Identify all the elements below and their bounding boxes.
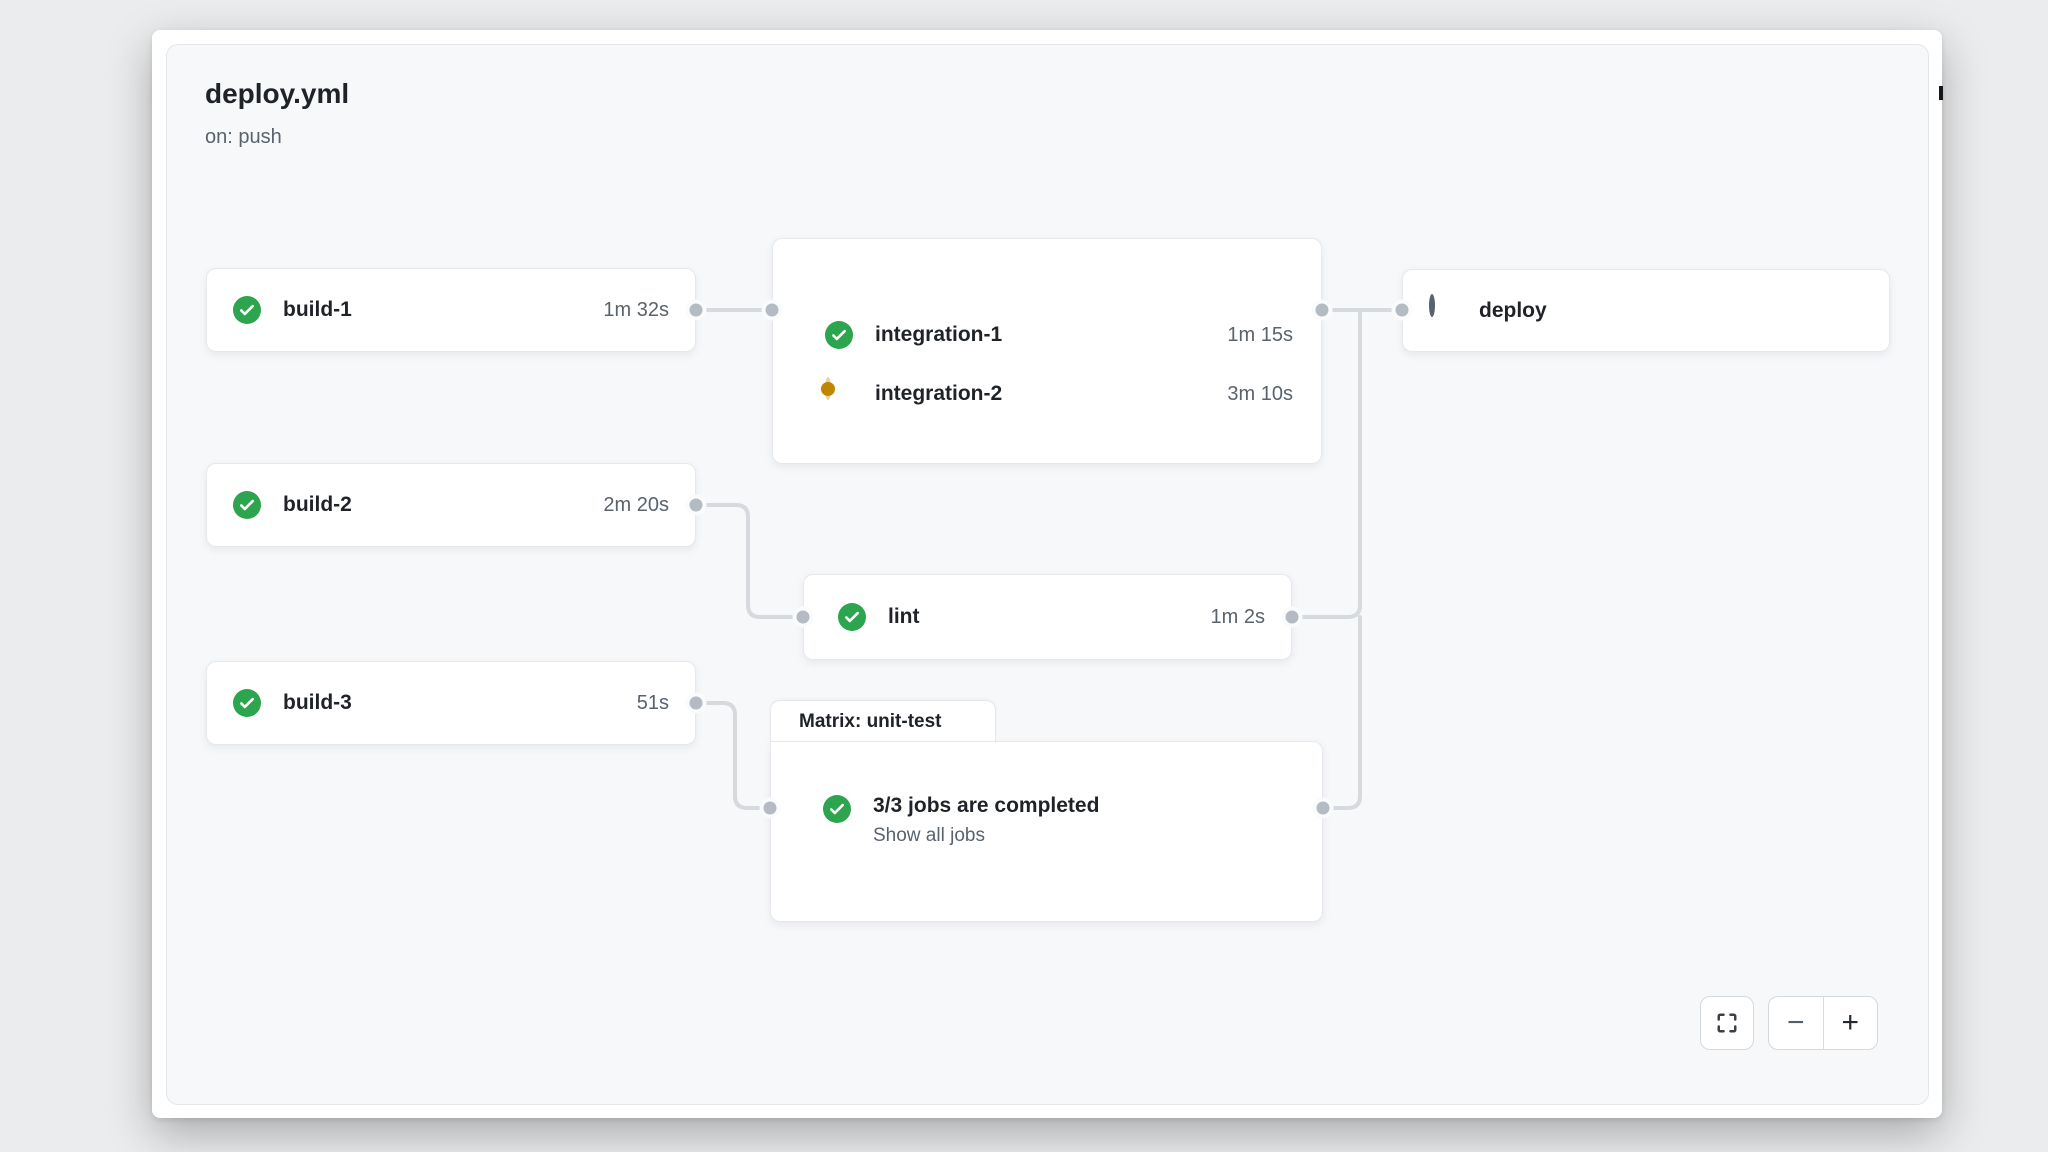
job-name: integration-1 — [875, 323, 1003, 346]
job-name: build-2 — [283, 493, 352, 516]
check-circle-icon — [233, 296, 261, 324]
check-circle-icon — [233, 689, 261, 717]
zoom-controls: − + — [1768, 996, 1878, 1050]
check-circle-icon — [838, 603, 866, 631]
workflow-file-title: deploy.yml — [205, 78, 350, 109]
job-node-build-3[interactable]: build-3 51s — [206, 661, 696, 745]
zoom-out-button[interactable]: − — [1769, 997, 1823, 1049]
job-name: build-3 — [283, 691, 352, 714]
show-all-jobs-link[interactable]: Show all jobs — [873, 825, 985, 847]
job-row-integration-2[interactable]: integration-2 3m 10s — [773, 370, 1321, 418]
job-row-integration-1[interactable]: integration-1 1m 15s — [773, 311, 1321, 359]
connector-port — [1311, 299, 1333, 321]
check-circle-icon — [823, 795, 851, 823]
job-node-deploy[interactable]: deploy — [1402, 269, 1890, 352]
job-duration: 1m 15s — [1227, 323, 1293, 346]
job-node-build-1[interactable]: build-1 1m 32s — [206, 268, 696, 352]
job-duration: 51s — [636, 691, 669, 714]
check-circle-icon — [233, 491, 261, 519]
matrix-group-title: Matrix: unit-test — [799, 710, 942, 732]
zoom-in-button[interactable]: + — [1824, 997, 1878, 1049]
fullscreen-button[interactable] — [1700, 996, 1754, 1050]
connector-port — [685, 299, 707, 321]
connector-port — [685, 692, 707, 714]
connector-port — [759, 797, 781, 819]
matrix-summary-row: 3/3 jobs are completed Show all jobs — [771, 793, 1322, 873]
connector-port — [792, 606, 814, 628]
workflow-trigger: on: push — [205, 126, 282, 148]
job-duration: 1m 2s — [1210, 605, 1265, 628]
job-name: deploy — [1479, 298, 1547, 322]
job-name: integration-2 — [875, 382, 1003, 405]
job-group-integration: integration-1 1m 15s integration-2 3m 10… — [772, 238, 1322, 464]
fullscreen-icon — [1716, 1012, 1738, 1034]
job-node-lint[interactable]: lint 1m 2s — [803, 574, 1292, 660]
connector-port — [1281, 606, 1303, 628]
in-progress-icon — [825, 377, 853, 408]
connector-port — [1312, 797, 1334, 819]
job-duration: 1m 32s — [603, 298, 669, 321]
matrix-group-tab: Matrix: unit-test — [770, 700, 996, 742]
check-circle-icon — [825, 321, 853, 349]
job-node-build-2[interactable]: build-2 2m 20s — [206, 463, 696, 547]
connector-port — [685, 494, 707, 516]
connector-port — [761, 299, 783, 321]
job-name: build-1 — [283, 298, 352, 321]
job-duration: 2m 20s — [603, 493, 669, 516]
job-group-matrix-unit-test[interactable]: 3/3 jobs are completed Show all jobs — [770, 741, 1323, 922]
connector-port — [1391, 299, 1413, 321]
queued-circle-icon — [1429, 293, 1457, 325]
matrix-jobs-summary: 3/3 jobs are completed — [873, 794, 1100, 817]
zoom-controls-divider — [1822, 997, 1824, 1049]
job-duration: 3m 10s — [1227, 382, 1293, 405]
cursor-artifact — [1939, 86, 1943, 100]
job-name: lint — [888, 605, 920, 628]
